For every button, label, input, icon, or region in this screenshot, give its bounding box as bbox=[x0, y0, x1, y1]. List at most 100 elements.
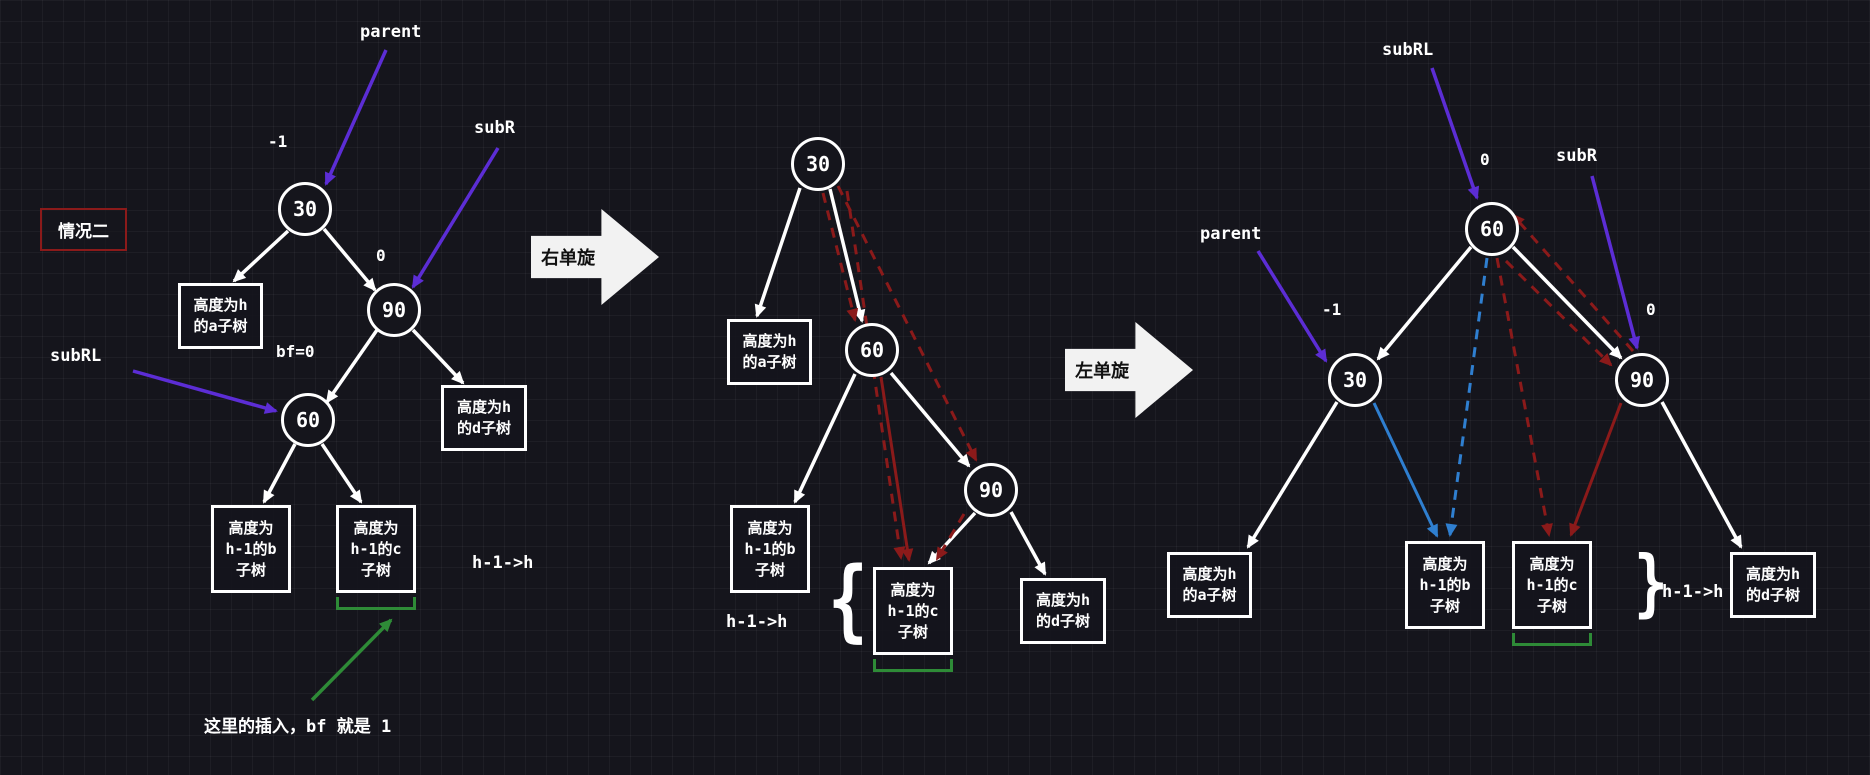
parent-label-left: parent bbox=[360, 22, 422, 42]
subtree-box-a-middle: 高度为h 的a子树 bbox=[727, 319, 812, 385]
edge-30-a-middle bbox=[754, 187, 802, 318]
parent-label-right: parent bbox=[1200, 224, 1262, 244]
subtree-box-c-middle: 高度为 h-1的c 子树 bbox=[873, 567, 953, 655]
move-arrow-60-c-middle bbox=[879, 376, 914, 562]
edge-90-60-left bbox=[325, 329, 379, 404]
box-line: 高度为 bbox=[747, 518, 793, 537]
parent-pointer-arrow-right bbox=[1256, 250, 1328, 363]
box-line: 高度为 bbox=[890, 580, 936, 599]
box-line: h-1的b bbox=[225, 539, 277, 558]
node-30-middle: 30 bbox=[791, 137, 845, 191]
box-line: 子树 bbox=[235, 560, 266, 579]
edge-90-c-middle bbox=[927, 511, 977, 565]
move-arrow-90-c-right bbox=[1569, 402, 1623, 537]
box-line: 高度为h bbox=[456, 398, 512, 416]
box-line: 的a子树 bbox=[193, 317, 248, 335]
edge-30-a-right bbox=[1246, 401, 1339, 549]
right-curly-brace: } bbox=[1634, 541, 1668, 626]
subtree-box-a-right: 高度为h 的a子树 bbox=[1167, 552, 1252, 618]
box-line: 高度为 bbox=[1422, 554, 1468, 573]
subr-pointer-arrow-right bbox=[1590, 175, 1641, 350]
edge-60-90-middle bbox=[889, 371, 971, 468]
node-60-right: 60 bbox=[1465, 202, 1519, 256]
box-line: 子树 bbox=[754, 560, 785, 579]
edge-60-b-middle bbox=[793, 373, 857, 504]
rotate-right-arrow: 右单旋 bbox=[531, 209, 659, 305]
box-line: 高度为 bbox=[1529, 554, 1575, 573]
box-line: 的a子树 bbox=[742, 353, 797, 371]
box-line: 的a子树 bbox=[1182, 586, 1237, 604]
growth-label-left: h-1->h bbox=[472, 553, 534, 573]
subtree-box-a-left: 高度为h 的a子树 bbox=[178, 283, 263, 349]
left-curly-brace: { bbox=[828, 548, 868, 653]
insert-note: 这里的插入，bf 就是 1 bbox=[204, 717, 392, 737]
subtree-box-d-right: 高度为h 的d子树 bbox=[1730, 552, 1816, 618]
bf-subr-right: 0 bbox=[1646, 300, 1656, 319]
subrl-pointer-arrow-right bbox=[1430, 67, 1480, 200]
box-line: 高度为h bbox=[742, 332, 797, 350]
box-line: 高度为h bbox=[1745, 565, 1801, 583]
case-label-box: 情况二 bbox=[40, 208, 127, 251]
insert-highlight-bracket-middle bbox=[873, 659, 953, 672]
subrl-label-right: subRL bbox=[1382, 40, 1434, 60]
bf-subrl-left: bf=0 bbox=[276, 342, 315, 361]
rotate-left-label: 左单旋 bbox=[1075, 361, 1130, 382]
subr-label-left: subR bbox=[474, 118, 515, 138]
subr-label-right: subR bbox=[1556, 146, 1597, 166]
growth-label-middle: h-1->h bbox=[726, 612, 788, 632]
subtree-box-b-middle: 高度为 h-1的b 子树 bbox=[730, 505, 810, 593]
box-line: h-1的b bbox=[744, 539, 796, 558]
edge-30-90-left bbox=[322, 227, 377, 292]
box-line: h-1的c bbox=[350, 539, 402, 558]
move-arrow-30-60-middle bbox=[821, 192, 859, 322]
box-line: h-1的c bbox=[1526, 575, 1578, 594]
edge-60-b-left bbox=[262, 443, 297, 504]
subtree-box-b-right: 高度为 h-1的b 子树 bbox=[1405, 541, 1485, 629]
node-90-middle: 90 bbox=[964, 463, 1018, 517]
box-line: 高度为 bbox=[228, 518, 274, 537]
bf-subrl-right: 0 bbox=[1480, 150, 1490, 169]
growth-label-right: h-1->h bbox=[1662, 582, 1724, 602]
edge-90-d-middle bbox=[1009, 511, 1047, 576]
node-90-left: 90 bbox=[367, 283, 421, 337]
bf-parent-left: -1 bbox=[268, 132, 288, 151]
subr-pointer-arrow-left bbox=[411, 147, 500, 289]
move-arrow-60-b-right bbox=[1445, 257, 1489, 537]
parent-pointer-arrow-left bbox=[324, 49, 388, 186]
subtree-box-d-middle: 高度为h 的d子树 bbox=[1020, 578, 1106, 644]
box-line: 高度为 bbox=[353, 518, 399, 537]
edge-60-90-right bbox=[1511, 245, 1623, 360]
box-line: h-1的b bbox=[1419, 575, 1471, 594]
edge-30-a-left bbox=[232, 229, 290, 283]
subtree-box-c-right: 高度为 h-1的c 子树 bbox=[1512, 541, 1592, 629]
box-line: 子树 bbox=[360, 560, 391, 579]
move-arrow-90-60-right bbox=[1511, 213, 1635, 352]
subtree-box-c-left: 高度为 h-1的c 子树 bbox=[336, 505, 416, 593]
move-arrow-60-90-right bbox=[1504, 259, 1613, 367]
insert-highlight-bracket-right bbox=[1512, 633, 1592, 646]
subrl-label-left: subRL bbox=[50, 346, 102, 366]
bf-subr-left: 0 bbox=[376, 246, 386, 265]
box-line: 的d子树 bbox=[1745, 586, 1801, 604]
subrl-pointer-arrow-left bbox=[132, 369, 278, 414]
edge-30-60-middle bbox=[828, 188, 866, 323]
node-30-left: 30 bbox=[278, 182, 332, 236]
move-arrow-90-c-middle bbox=[935, 513, 966, 561]
box-line: h-1的c bbox=[887, 601, 939, 620]
subtree-box-b-left: 高度为 h-1的b 子树 bbox=[211, 505, 291, 593]
move-arrow-30-b-right bbox=[1372, 402, 1439, 538]
rotate-left-arrow: 左单旋 bbox=[1065, 322, 1193, 418]
insert-note-arrow bbox=[310, 618, 393, 702]
node-60-middle: 60 bbox=[845, 323, 899, 377]
case-label: 情况二 bbox=[58, 222, 109, 242]
edge-90-d-left bbox=[411, 328, 465, 385]
box-line: 子树 bbox=[1429, 596, 1460, 615]
box-line: 高度为h bbox=[1035, 591, 1091, 609]
box-line: 子树 bbox=[897, 622, 928, 641]
subtree-box-d-left: 高度为h 的d子树 bbox=[441, 385, 527, 451]
box-line: 的d子树 bbox=[1035, 612, 1091, 630]
node-90-right: 90 bbox=[1615, 353, 1669, 407]
insert-highlight-bracket-left bbox=[336, 597, 416, 610]
box-line: 的d子树 bbox=[456, 419, 512, 437]
